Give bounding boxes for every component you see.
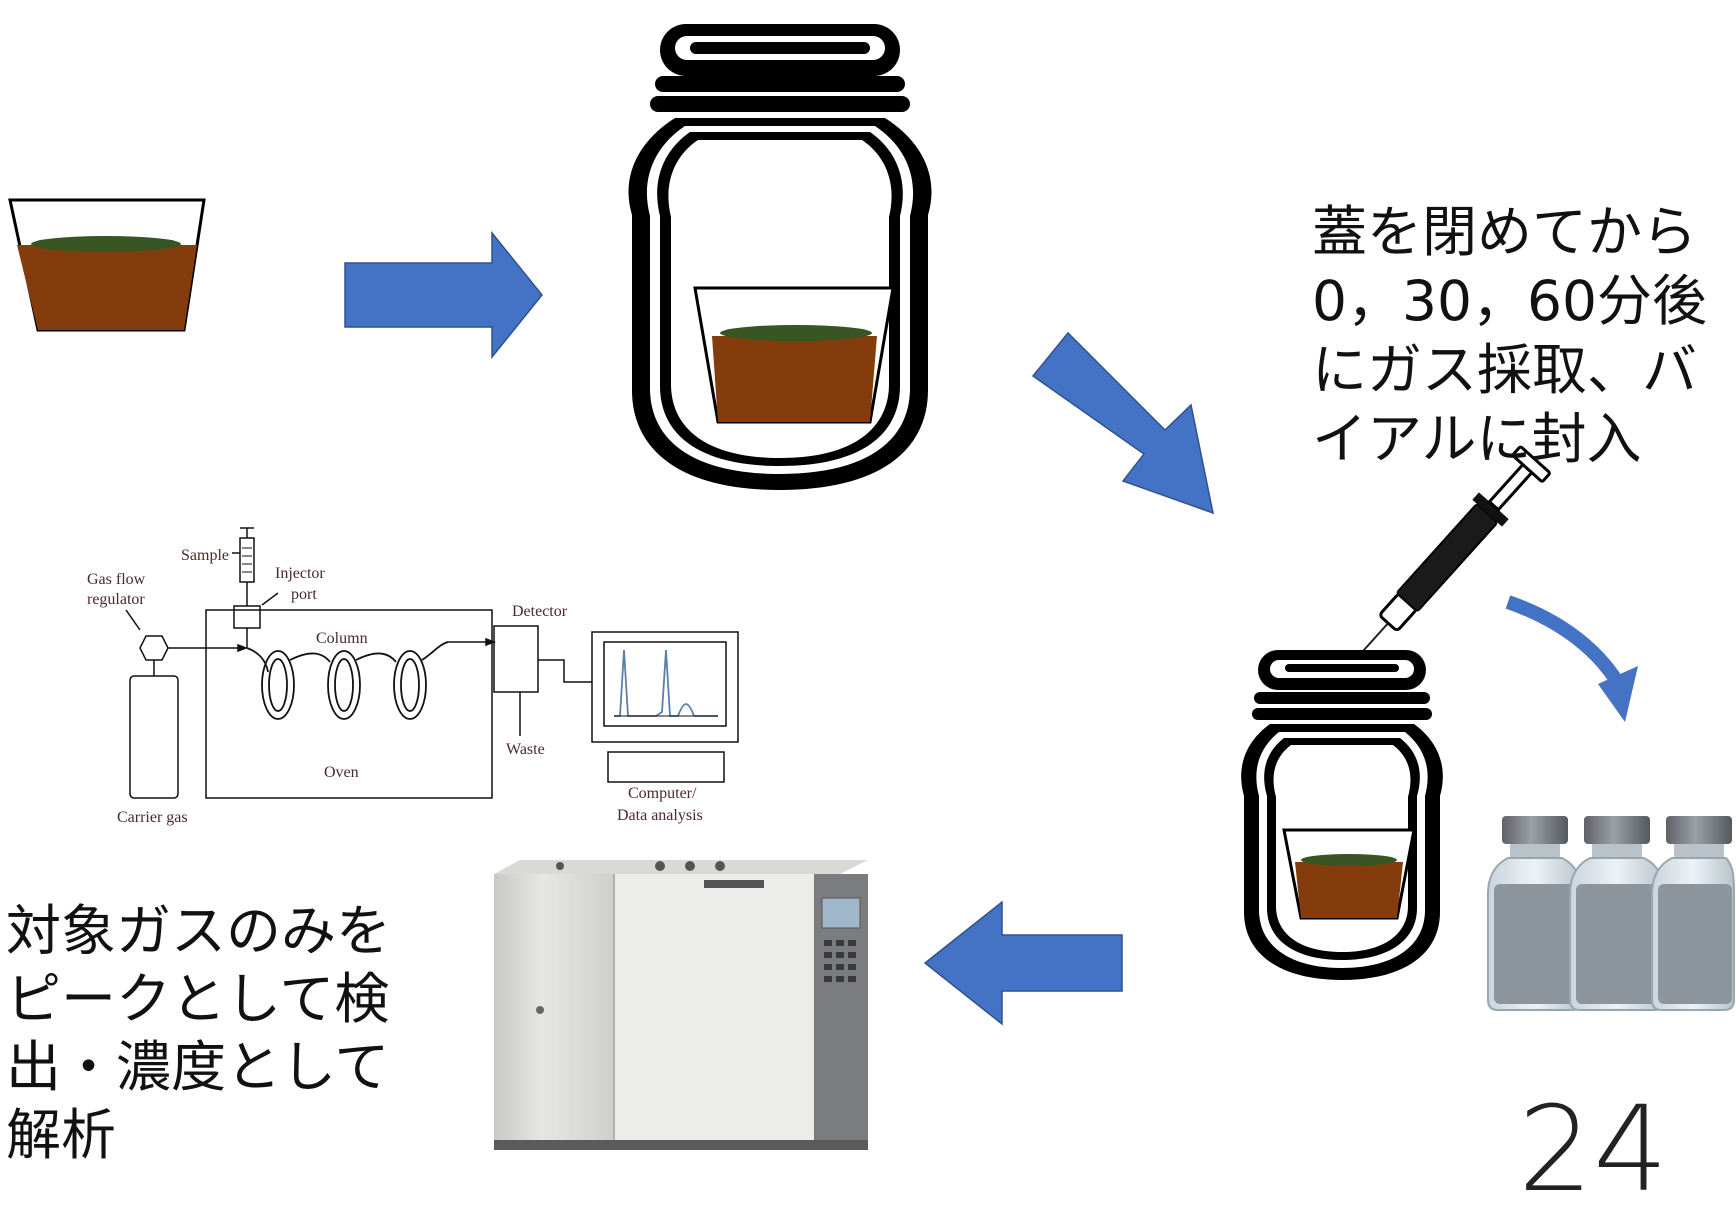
label-injector: Injector [275,565,325,582]
label-data-analysis: Data analysis [617,807,703,824]
gas-flow-regulator-icon [139,635,169,661]
analysis-note: 対象ガスのみを ピークとして検 出・濃度として 解析 [6,899,392,1167]
label-computer: Computer/ [628,785,697,802]
small-sealed-jar [1241,650,1443,980]
label-waste: Waste [506,741,545,758]
label-carrier-gas: Carrier gas [117,809,188,826]
gas-vials [1487,816,1735,1011]
column-coil [246,641,449,720]
carrier-gas-cylinder [129,675,179,799]
label-oven: Oven [324,764,359,781]
sealed-jar [628,24,932,490]
vial [1651,816,1735,1011]
syringe-icon [1347,445,1551,669]
computer-keyboard [607,751,725,783]
gas-chromatograph-machine [494,860,868,1150]
arrow-right-icon [344,230,543,360]
experiment-flow-diagram: Sample Gas flow regulator Injector port … [8,24,1735,1150]
gc-schematic-labels: Sample Gas flow regulator Injector port … [87,547,703,826]
label-detector: Detector [512,603,568,620]
detector-box [493,625,539,693]
soil-sample-cup [8,198,206,332]
oven-box [205,609,493,799]
gas-sampling-note: 蓋を閉めてから 0，30，60分後 にガス採取、バ イアルに封入 [1312,200,1707,471]
gc-schematic [125,527,739,799]
computer-monitor [591,631,739,743]
label-column: Column [316,630,368,647]
page-number: 24 [1518,1080,1669,1218]
label-gas-flow: Gas flow [87,571,146,588]
vial [1569,816,1665,1011]
label-sample: Sample [181,547,229,564]
curved-arrow-icon [1505,595,1638,722]
arrow-left-icon [923,900,1123,1026]
label-port: port [291,586,317,603]
vial [1487,816,1583,1011]
arrow-down-right-icon [1031,331,1214,515]
label-regulator: regulator [87,591,145,608]
